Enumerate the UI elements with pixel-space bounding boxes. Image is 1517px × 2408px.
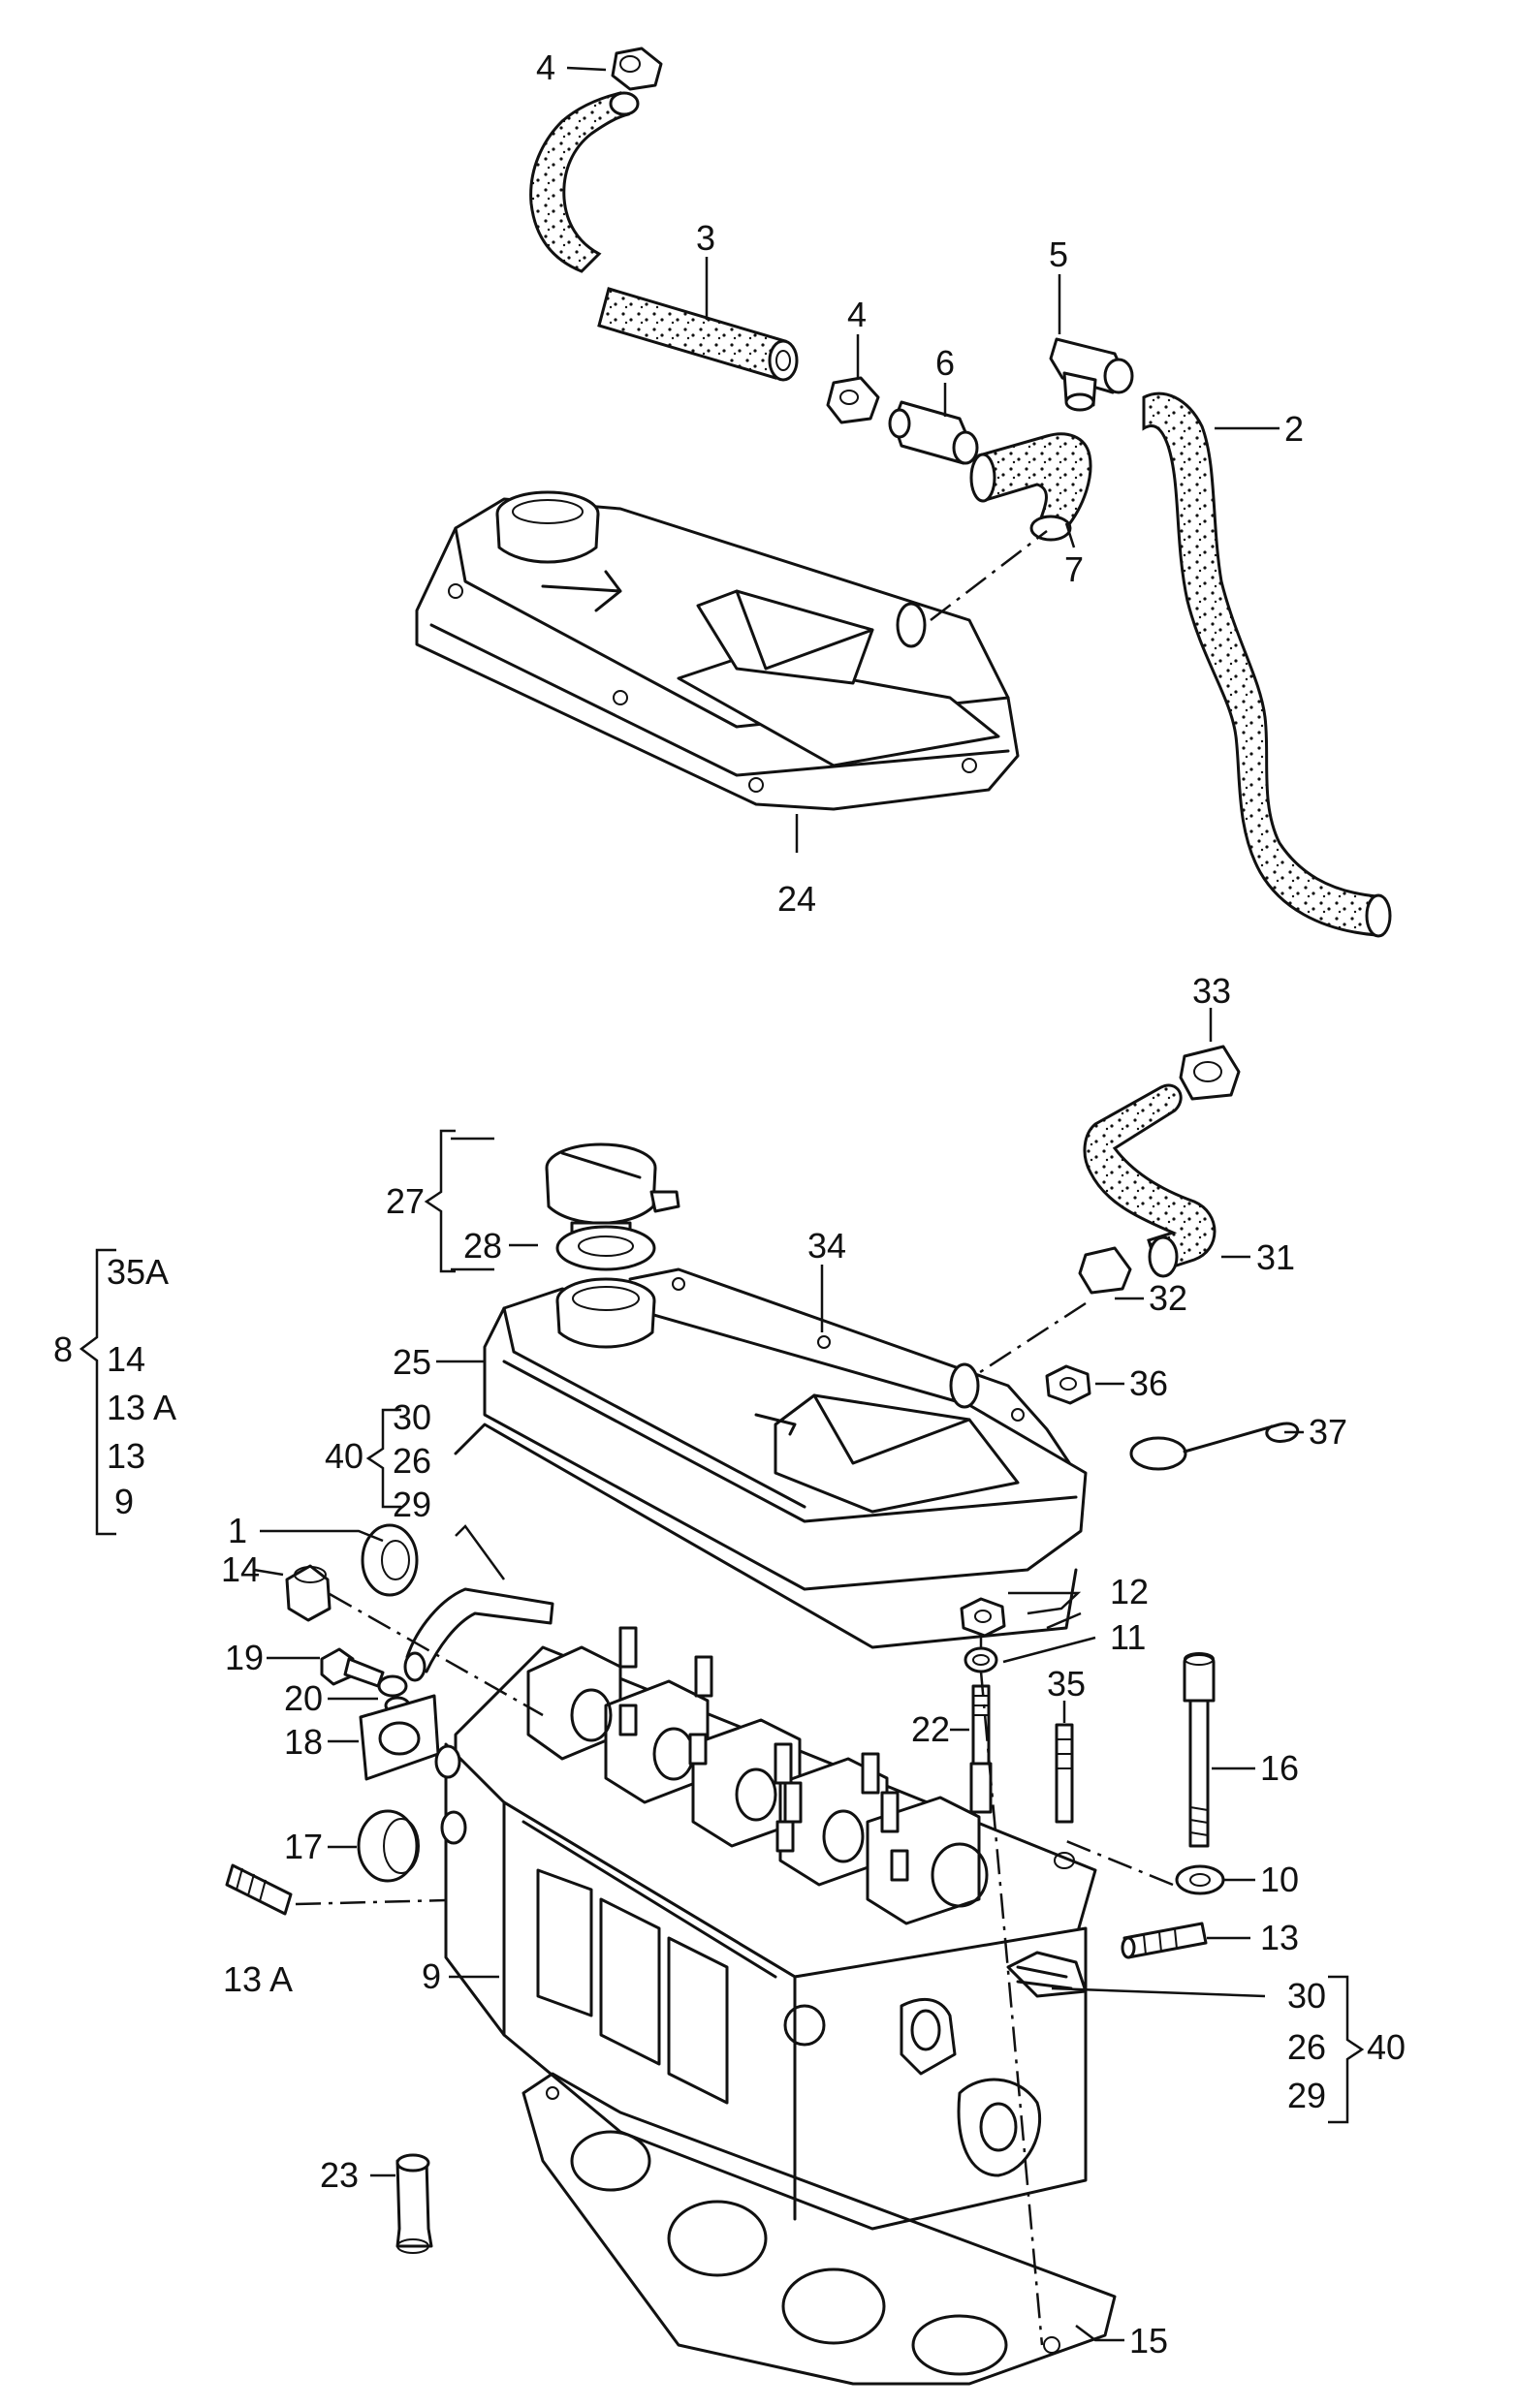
stud-part-13 [1121, 1922, 1208, 1959]
cylinder-head-part-9 [434, 1626, 1097, 2231]
group8-9: 9 [114, 1482, 134, 1521]
elbow-hose-part-7 [969, 432, 1092, 542]
label-13A: 13 A [223, 1959, 293, 1999]
dash-line-31-to-cover [973, 1301, 1087, 1378]
stud-part-35 [1054, 1723, 1075, 1869]
clamp-part-32 [1078, 1246, 1132, 1295]
label-27: 27 [386, 1181, 425, 1221]
label-13: 13 [1260, 1918, 1299, 1957]
label-15: 15 [1129, 2321, 1168, 2361]
label-23: 23 [320, 2155, 359, 2195]
t-connector-part-5 [1049, 337, 1134, 412]
label-31: 31 [1256, 1237, 1295, 1277]
label-8: 8 [53, 1329, 73, 1369]
label-11: 11 [1110, 1617, 1146, 1657]
valve-part-6 [888, 400, 979, 465]
label-18: 18 [284, 1722, 323, 1762]
group8-14: 14 [107, 1339, 145, 1379]
head-gasket-part-15 [521, 2072, 1117, 2386]
clamp-part-33 [1179, 1045, 1241, 1101]
label-40-upper: 40 [325, 1436, 363, 1476]
clamp-part-4-top [611, 47, 663, 91]
label-5: 5 [1049, 235, 1068, 274]
label-33: 33 [1192, 971, 1231, 1011]
group40-upper-30: 30 [393, 1397, 431, 1437]
label-37: 37 [1309, 1412, 1347, 1452]
bolt-part-16 [1183, 1652, 1216, 1848]
dash-line-14-to-head [329, 1592, 544, 1717]
group40-lower-30: 30 [1287, 1976, 1326, 2016]
hose-upper-curve [529, 91, 640, 273]
gasket-under-cover [454, 1423, 1078, 1649]
group40-lower-26: 26 [1287, 2027, 1326, 2067]
label-19: 19 [225, 1638, 264, 1677]
cap-part-17 [357, 1809, 420, 1883]
group8-13: 13 [107, 1436, 145, 1476]
label-20: 20 [284, 1678, 323, 1718]
label-7: 7 [1064, 549, 1084, 589]
leader-lines [253, 66, 1304, 2342]
valve-guide-part-23 [395, 2153, 433, 2254]
label-2: 2 [1284, 409, 1304, 449]
valve-cover-part-24 [415, 490, 1020, 811]
brace-group-40-lower [1328, 1975, 1365, 2124]
dash-line-7-to-cover [930, 530, 1048, 621]
nut-part-36 [1045, 1364, 1091, 1405]
dash-line-vertical-11-15 [979, 1671, 1044, 2346]
label-24: 24 [777, 879, 816, 919]
stud-part-13A [225, 1863, 293, 1916]
label-22: 22 [911, 1709, 950, 1749]
label-4-middle: 4 [847, 295, 867, 334]
plug-part-14 [285, 1564, 332, 1622]
label-16: 16 [1260, 1748, 1299, 1788]
brace-group-8 [79, 1248, 116, 1536]
wire-clip-part-37 [1129, 1422, 1300, 1471]
label-28: 28 [463, 1226, 502, 1266]
label-9: 9 [422, 1956, 441, 1996]
bolt-part-19 [320, 1647, 385, 1688]
group8-13A: 13 A [107, 1388, 176, 1427]
label-6: 6 [935, 343, 955, 383]
group8-35A: 35A [107, 1252, 169, 1292]
brace-27-28 [424, 1129, 456, 1273]
pipe-part-29 [403, 1587, 554, 1682]
label-35: 35 [1047, 1664, 1086, 1704]
label-40-lower: 40 [1367, 2027, 1406, 2067]
label-12: 12 [1110, 1572, 1149, 1611]
label-14: 14 [221, 1549, 260, 1589]
valve-cover-part-25 [483, 1277, 1088, 1591]
brace-group-40-upper [365, 1408, 401, 1509]
label-17: 17 [284, 1827, 323, 1866]
oil-seal-part-1 [361, 1523, 419, 1597]
nut-part-12 [960, 1597, 1006, 1638]
seal-ring-part-28 [555, 1225, 656, 1271]
group40-upper-26: 26 [393, 1441, 431, 1481]
dash-line-10-to-head [1065, 1839, 1174, 1887]
label-32: 32 [1149, 1278, 1187, 1318]
label-36: 36 [1129, 1363, 1168, 1403]
part-labels: 4 3 4 6 5 2 7 24 33 27 28 31 34 32 25 36… [53, 47, 1406, 2361]
tube-part-3 [597, 287, 799, 382]
long-hose-part-2 [1142, 391, 1392, 938]
label-1: 1 [228, 1511, 247, 1550]
clamp-part-4-middle [826, 376, 880, 424]
label-25: 25 [393, 1342, 431, 1382]
label-3: 3 [696, 218, 715, 258]
label-10: 10 [1260, 1860, 1299, 1899]
label-4-top: 4 [536, 47, 555, 87]
label-34: 34 [807, 1226, 846, 1266]
group40-upper-29: 29 [393, 1485, 431, 1524]
washer-part-11 [964, 1646, 998, 1673]
gasket-plate-part-18 [359, 1694, 440, 1781]
hose-part-31 [1083, 1083, 1217, 1278]
washer-part-10 [1175, 1864, 1225, 1895]
group40-lower-29: 29 [1287, 2076, 1326, 2115]
